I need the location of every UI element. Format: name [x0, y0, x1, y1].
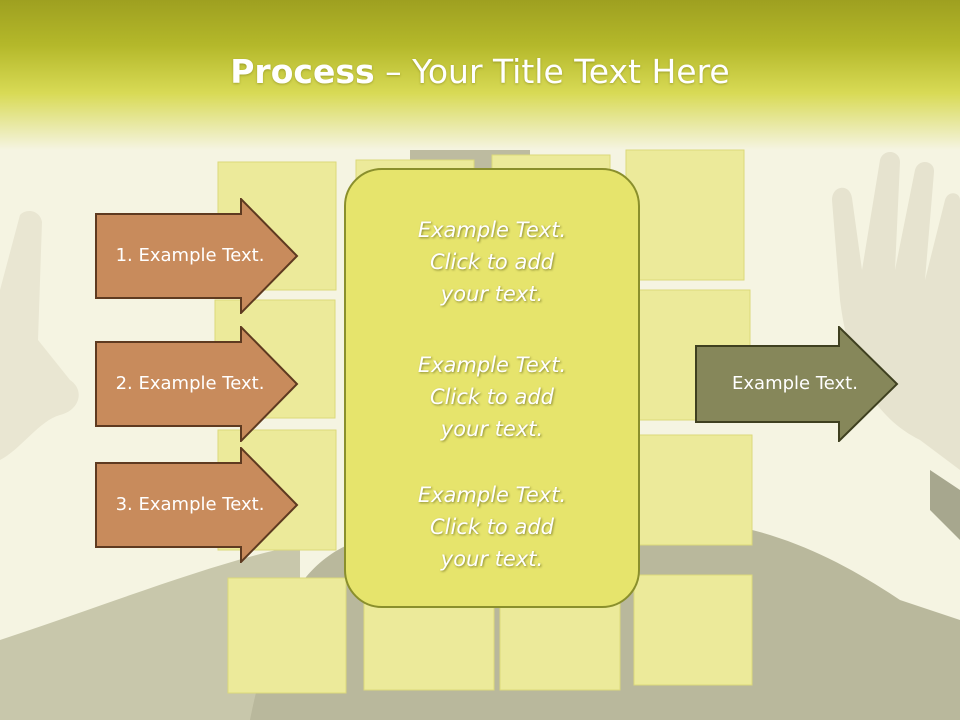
arrow-shape-1 [95, 196, 299, 316]
left-arrow-3[interactable]: 3. Example Text. [95, 445, 299, 565]
title-rest: – Your Title Text Here [374, 52, 730, 91]
title-bar [0, 0, 960, 150]
center-text-2-line3: your text. [440, 417, 544, 441]
page-title[interactable]: Process – Your Title Text Here [0, 52, 960, 91]
center-text-3-line2: Click to add [429, 515, 554, 539]
center-text-block-3: Example Text. Click to add your text. [346, 479, 638, 575]
center-text-1-line1: Example Text. [417, 218, 567, 242]
center-text-3-line3: your text. [440, 547, 544, 571]
center-text-1-line3: your text. [440, 282, 544, 306]
center-text-2-line1: Example Text. [417, 353, 567, 377]
right-arrow-label: Example Text. [732, 373, 858, 394]
center-text-block-1: Example Text. Click to add your text. [346, 214, 638, 310]
left-arrow-1[interactable]: 1. Example Text. [95, 196, 299, 316]
center-text-1-line2: Click to add [429, 250, 554, 274]
left-arrow-1-label: 1. Example Text. [115, 245, 265, 266]
left-arrow-3-label: 3. Example Text. [115, 494, 265, 515]
right-arrow[interactable]: Example Text. [695, 324, 899, 444]
center-text-block-2: Example Text. Click to add your text. [346, 349, 638, 445]
title-bold: Process [230, 52, 375, 91]
left-arrow-2-label: 2. Example Text. [115, 373, 265, 394]
center-process-box[interactable]: Example Text. Click to add your text. Ex… [344, 168, 640, 608]
arrow-shape-3 [95, 445, 299, 565]
right-arrow-shape [695, 324, 899, 444]
arrow-shape-2 [95, 324, 299, 444]
center-text-3-line1: Example Text. [417, 483, 567, 507]
center-text-2-line2: Click to add [429, 385, 554, 409]
left-arrow-2[interactable]: 2. Example Text. [95, 324, 299, 444]
